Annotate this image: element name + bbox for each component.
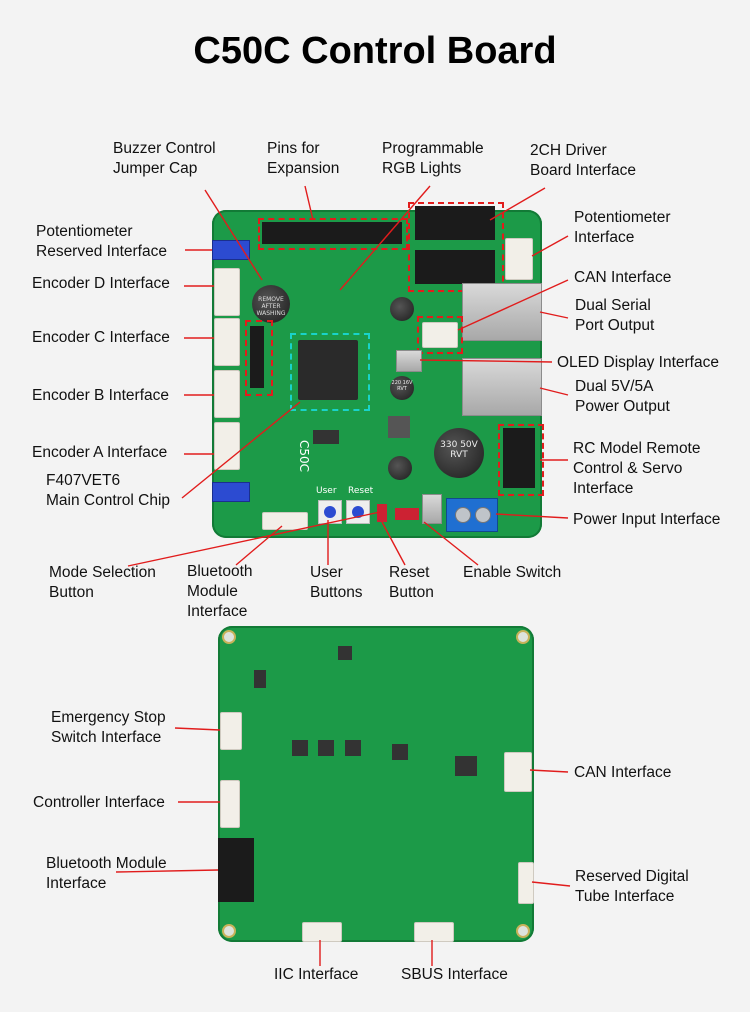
label-driver-interface: 2CH Driver Board Interface — [530, 142, 636, 179]
bluetooth-connector — [262, 512, 308, 530]
potentiometer-connector — [505, 238, 533, 280]
label-bluetooth: Bluetooth Module Interface — [187, 563, 253, 620]
label-expansion-pins: Pins for Expansion — [267, 140, 340, 177]
bottom-chip-6 — [338, 646, 352, 660]
estop-connector — [220, 712, 242, 750]
label-power-output: Dual 5V/5A Power Output — [575, 378, 670, 415]
expansion-pin-header — [262, 222, 402, 244]
user-silkscreen: User — [316, 486, 337, 496]
mount-hole-bl — [222, 924, 236, 938]
can-connector — [422, 322, 458, 348]
reset-silkscreen: Reset — [348, 486, 374, 496]
user-button[interactable] — [318, 500, 342, 524]
bottom-chip-2 — [318, 740, 334, 756]
side-header — [250, 326, 264, 388]
can-connector-outline — [417, 316, 463, 354]
bottom-chip-3 — [345, 740, 361, 756]
label-estop: Emergency Stop Switch Interface — [51, 709, 166, 746]
buzzer-sticker: REMOVE AFTER WASHING — [256, 296, 286, 317]
encoder-d-connector — [214, 268, 240, 316]
dual-power-output-connector — [462, 358, 542, 416]
driver-header-1 — [415, 206, 495, 240]
label-can-interface: CAN Interface — [574, 269, 672, 286]
encoder-b-connector — [214, 370, 240, 418]
rc-servo-header — [503, 428, 535, 488]
label-iic: IIC Interface — [274, 966, 359, 983]
mount-hole-tl — [222, 630, 236, 644]
label-pot-reserved: Potentiometer Reserved Interface — [36, 223, 167, 260]
capacitor-large-label: 330 50V RVT — [440, 440, 478, 460]
rgb-header-outline — [245, 320, 273, 396]
label-reset-button: Reset Button — [389, 564, 434, 601]
reset-button[interactable] — [346, 500, 370, 524]
label-oled: OLED Display Interface — [557, 354, 719, 371]
capacitor-small-1 — [390, 297, 414, 321]
iic-connector — [302, 922, 342, 942]
bottom-chip-7 — [254, 670, 266, 688]
bluetooth-header-bottom — [218, 838, 254, 902]
label-main-chip: F407VET6 Main Control Chip — [46, 472, 171, 509]
label-encoder-c: Encoder C Interface — [32, 329, 170, 346]
sbus-connector — [414, 922, 454, 942]
label-dual-serial: Dual Serial Port Output — [575, 297, 655, 334]
label-bottom-can: CAN Interface — [574, 764, 672, 781]
label-sbus: SBUS Interface — [401, 966, 508, 983]
oled-connector — [396, 350, 422, 372]
mode-button[interactable] — [377, 504, 387, 522]
encoder-c-connector — [214, 318, 240, 366]
main-control-chip — [298, 340, 358, 400]
bottom-chip-1 — [292, 740, 308, 756]
label-encoder-d: Encoder D Interface — [32, 275, 170, 292]
label-user-buttons: User Buttons — [310, 564, 363, 601]
capacitor-small-3 — [388, 456, 412, 480]
mount-hole-br — [516, 924, 530, 938]
label-rgb-lights: Programmable RGB Lights — [382, 140, 484, 177]
bottom-can-connector — [504, 752, 532, 792]
bottom-board — [218, 626, 534, 942]
capacitor-small-2 — [390, 376, 414, 400]
label-encoder-a: Encoder A Interface — [32, 444, 168, 461]
label-rc-servo: RC Model Remote Control & Servo Interfac… — [573, 440, 701, 497]
mcu-outline — [290, 333, 370, 411]
controller-connector — [220, 780, 240, 828]
page-title: C50C Control Board — [193, 30, 557, 72]
enable-switch — [422, 494, 442, 524]
inductor — [388, 416, 410, 438]
driver-header-2 — [415, 250, 495, 284]
label-power-input: Power Input Interface — [573, 511, 721, 528]
label-buzzer-jumper: Buzzer Control Jumper Cap — [113, 140, 216, 177]
mount-hole-tr — [516, 630, 530, 644]
label-controller: Controller Interface — [33, 794, 165, 811]
bottom-chip-4 — [392, 744, 408, 760]
digital-tube-connector — [518, 862, 534, 904]
expansion-header-outline — [258, 218, 408, 250]
label-encoder-b: Encoder B Interface — [32, 387, 169, 404]
capacitor-small-label: 220 16V RVT — [391, 380, 413, 392]
label-pot-interface: Potentiometer Interface — [574, 209, 671, 246]
label-mode-button: Mode Selection Button — [49, 564, 156, 601]
regulator-chip — [313, 430, 339, 444]
enable-switch-pins — [395, 508, 419, 520]
buzzer — [252, 285, 290, 323]
label-enable-switch: Enable Switch — [463, 564, 562, 581]
label-bottom-bluetooth: Bluetooth Module Interface — [46, 855, 167, 892]
driver-header-outline — [408, 202, 504, 292]
power-input-terminal — [446, 498, 498, 532]
mode-potentiometer — [212, 482, 250, 502]
dual-serial-port-connector — [462, 283, 542, 341]
label-digital-tube: Reserved Digital Tube Interface — [575, 868, 689, 905]
capacitor-large — [434, 428, 484, 478]
board-silkscreen-name: C50C — [297, 440, 311, 473]
bottom-chip-5 — [455, 756, 477, 776]
